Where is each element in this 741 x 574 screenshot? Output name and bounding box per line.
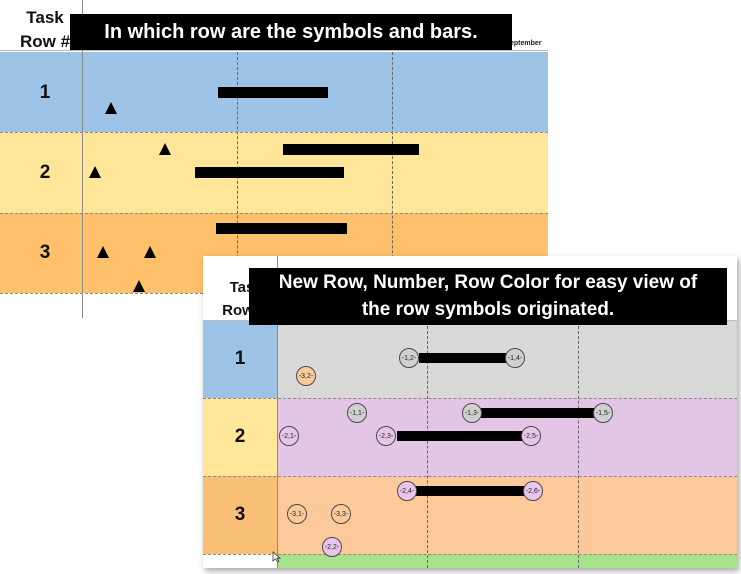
top-header-task: Task (26, 8, 64, 27)
bottom-explanation-banner: New Row, Number, Row Color for easy view… (249, 268, 727, 325)
bottom-gridline (578, 321, 579, 568)
bottom-extra-row (278, 554, 737, 568)
bottom-row-number-1: 1 (234, 348, 246, 369)
badge-1-3: -1,3- (462, 403, 482, 423)
top-row-number-3: 3 (39, 242, 51, 263)
badge-2-2: -2,2- (322, 537, 342, 557)
top-row-number-2: 2 (39, 162, 51, 183)
top-task-bar (283, 144, 419, 155)
top-row-divider (0, 213, 548, 214)
bottom-row-number-2: 2 (234, 426, 246, 447)
top-gridline (392, 52, 393, 293)
bottom-row-divider (203, 398, 737, 399)
badge-3-1: -3,1- (287, 504, 307, 524)
badge-3-2: -3,2- (296, 366, 316, 386)
bottom-banner-line-2: the row symbols originated. (361, 299, 615, 320)
bottom-row-1-label-cell (203, 321, 277, 398)
top-column-divider (82, 0, 83, 318)
bottom-header-task: Tas (229, 279, 255, 296)
bottom-row-2-label-cell (203, 398, 277, 476)
badge-1-4: -1,4- (505, 348, 525, 368)
top-task-bar (218, 87, 328, 98)
top-task-bar (195, 167, 344, 178)
top-header-month: eptember (510, 40, 542, 47)
triangle-milestone-icon (105, 102, 117, 114)
badge-1-5: -1,5- (593, 403, 613, 423)
top-header-row: Row # (19, 32, 71, 51)
badge-2-6: -2,6- (523, 481, 543, 501)
top-task-bar (216, 223, 347, 234)
bottom-task-bar (481, 408, 603, 418)
bottom-gridline (427, 321, 428, 568)
triangle-milestone-icon (159, 143, 171, 155)
bottom-task-bar (419, 353, 515, 363)
top-question-banner: In which row are the symbols and bars. (70, 14, 512, 50)
badge-3-3: -3,3- (331, 504, 351, 524)
bottom-row-divider (203, 476, 737, 477)
mouse-pointer-icon (272, 551, 281, 563)
triangle-milestone-icon (89, 166, 101, 178)
badge-2-5: -2,5- (521, 426, 541, 446)
triangle-milestone-icon (97, 246, 109, 258)
badge-1-2: -1,2- (399, 348, 419, 368)
bottom-row-divider (203, 554, 737, 555)
top-row-divider (0, 132, 548, 133)
badge-1-1: -1,1- (347, 403, 367, 423)
triangle-milestone-icon (133, 280, 145, 292)
bottom-gantt-panel: Tas Row r 1 2 3 -1,2- -1,4- -3,2- -1,1- … (203, 256, 737, 568)
bottom-task-bar (416, 486, 533, 496)
triangle-milestone-icon (144, 246, 156, 258)
badge-2-3: -2,3- (376, 426, 396, 446)
badge-2-4: -2,4- (397, 481, 417, 501)
top-row-number-1: 1 (39, 82, 51, 103)
bottom-task-bar (397, 431, 532, 441)
bottom-banner-line-1: New Row, Number, Row Color for easy view… (278, 272, 698, 293)
badge-2-1: -2,1- (279, 426, 299, 446)
bottom-row-number-3: 3 (234, 504, 246, 525)
bottom-row-3-label-cell (203, 476, 277, 554)
top-gantt-panel: Task Row # eptember 1 2 3 In which row a… (0, 0, 548, 318)
bottom-header-row: Row (222, 302, 254, 319)
bottom-column-divider (277, 256, 278, 568)
